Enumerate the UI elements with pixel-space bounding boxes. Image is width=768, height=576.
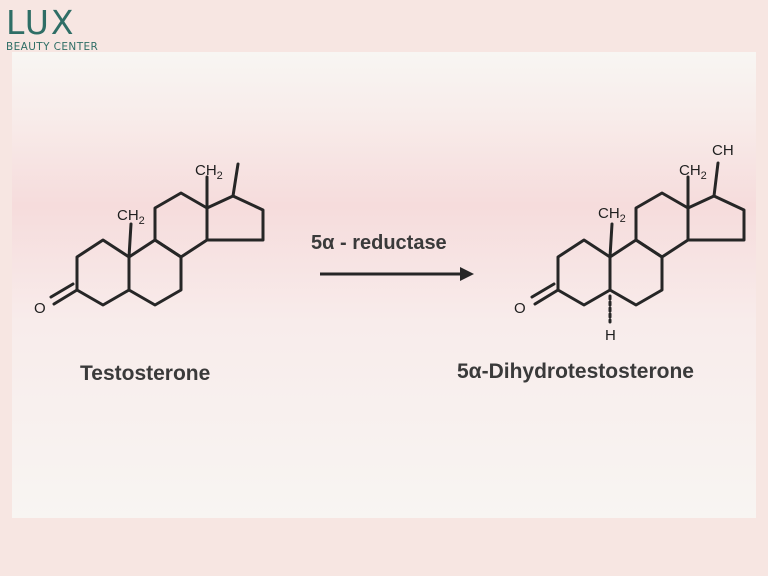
dht-mid-methyl-label: CH2 [598, 205, 626, 225]
testosterone-caption: Testosterone [80, 362, 210, 385]
dht-top-extra-label: CH [712, 142, 734, 159]
ring-c [634, 191, 690, 259]
ring-c [153, 191, 209, 259]
ring-b [127, 238, 183, 307]
brand-logo: LUX BEAUTY CENTER [6, 6, 98, 53]
carbonyl-bond-2 [49, 282, 75, 299]
carbonyl-bond-2 [530, 282, 556, 299]
enzyme-label: 5α - reductase [311, 232, 447, 254]
diagram-panel [12, 52, 756, 518]
testosterone-top-methyl-label: CH2 [195, 162, 223, 182]
methyl-bond-mid [608, 222, 614, 259]
ring-a [75, 238, 131, 307]
testosterone-oxygen-label: O [34, 300, 46, 317]
ring-b [608, 238, 664, 307]
ring-a [556, 238, 612, 307]
ring-d [205, 194, 265, 242]
c17-bond [231, 162, 240, 198]
brand-name: LUX [6, 3, 76, 42]
reaction-arrow [320, 267, 474, 281]
brand-tagline: BEAUTY CENTER [6, 41, 99, 53]
dht-caption: 5α-Dihydrotestosterone [457, 360, 694, 383]
testosterone-mid-methyl-label: CH2 [117, 207, 145, 227]
carbonyl-bond-1 [52, 288, 79, 306]
testosterone-structure [49, 162, 265, 307]
dht-top-methyl-label: CH2 [679, 162, 707, 182]
c17-bond [712, 161, 720, 198]
dht-oxygen-label: O [514, 300, 526, 317]
dht-hydrogen-label: H [605, 327, 616, 344]
methyl-bond-mid [127, 222, 133, 259]
ring-d [686, 194, 746, 242]
dht-structure [530, 161, 746, 324]
carbonyl-bond-1 [533, 288, 560, 306]
